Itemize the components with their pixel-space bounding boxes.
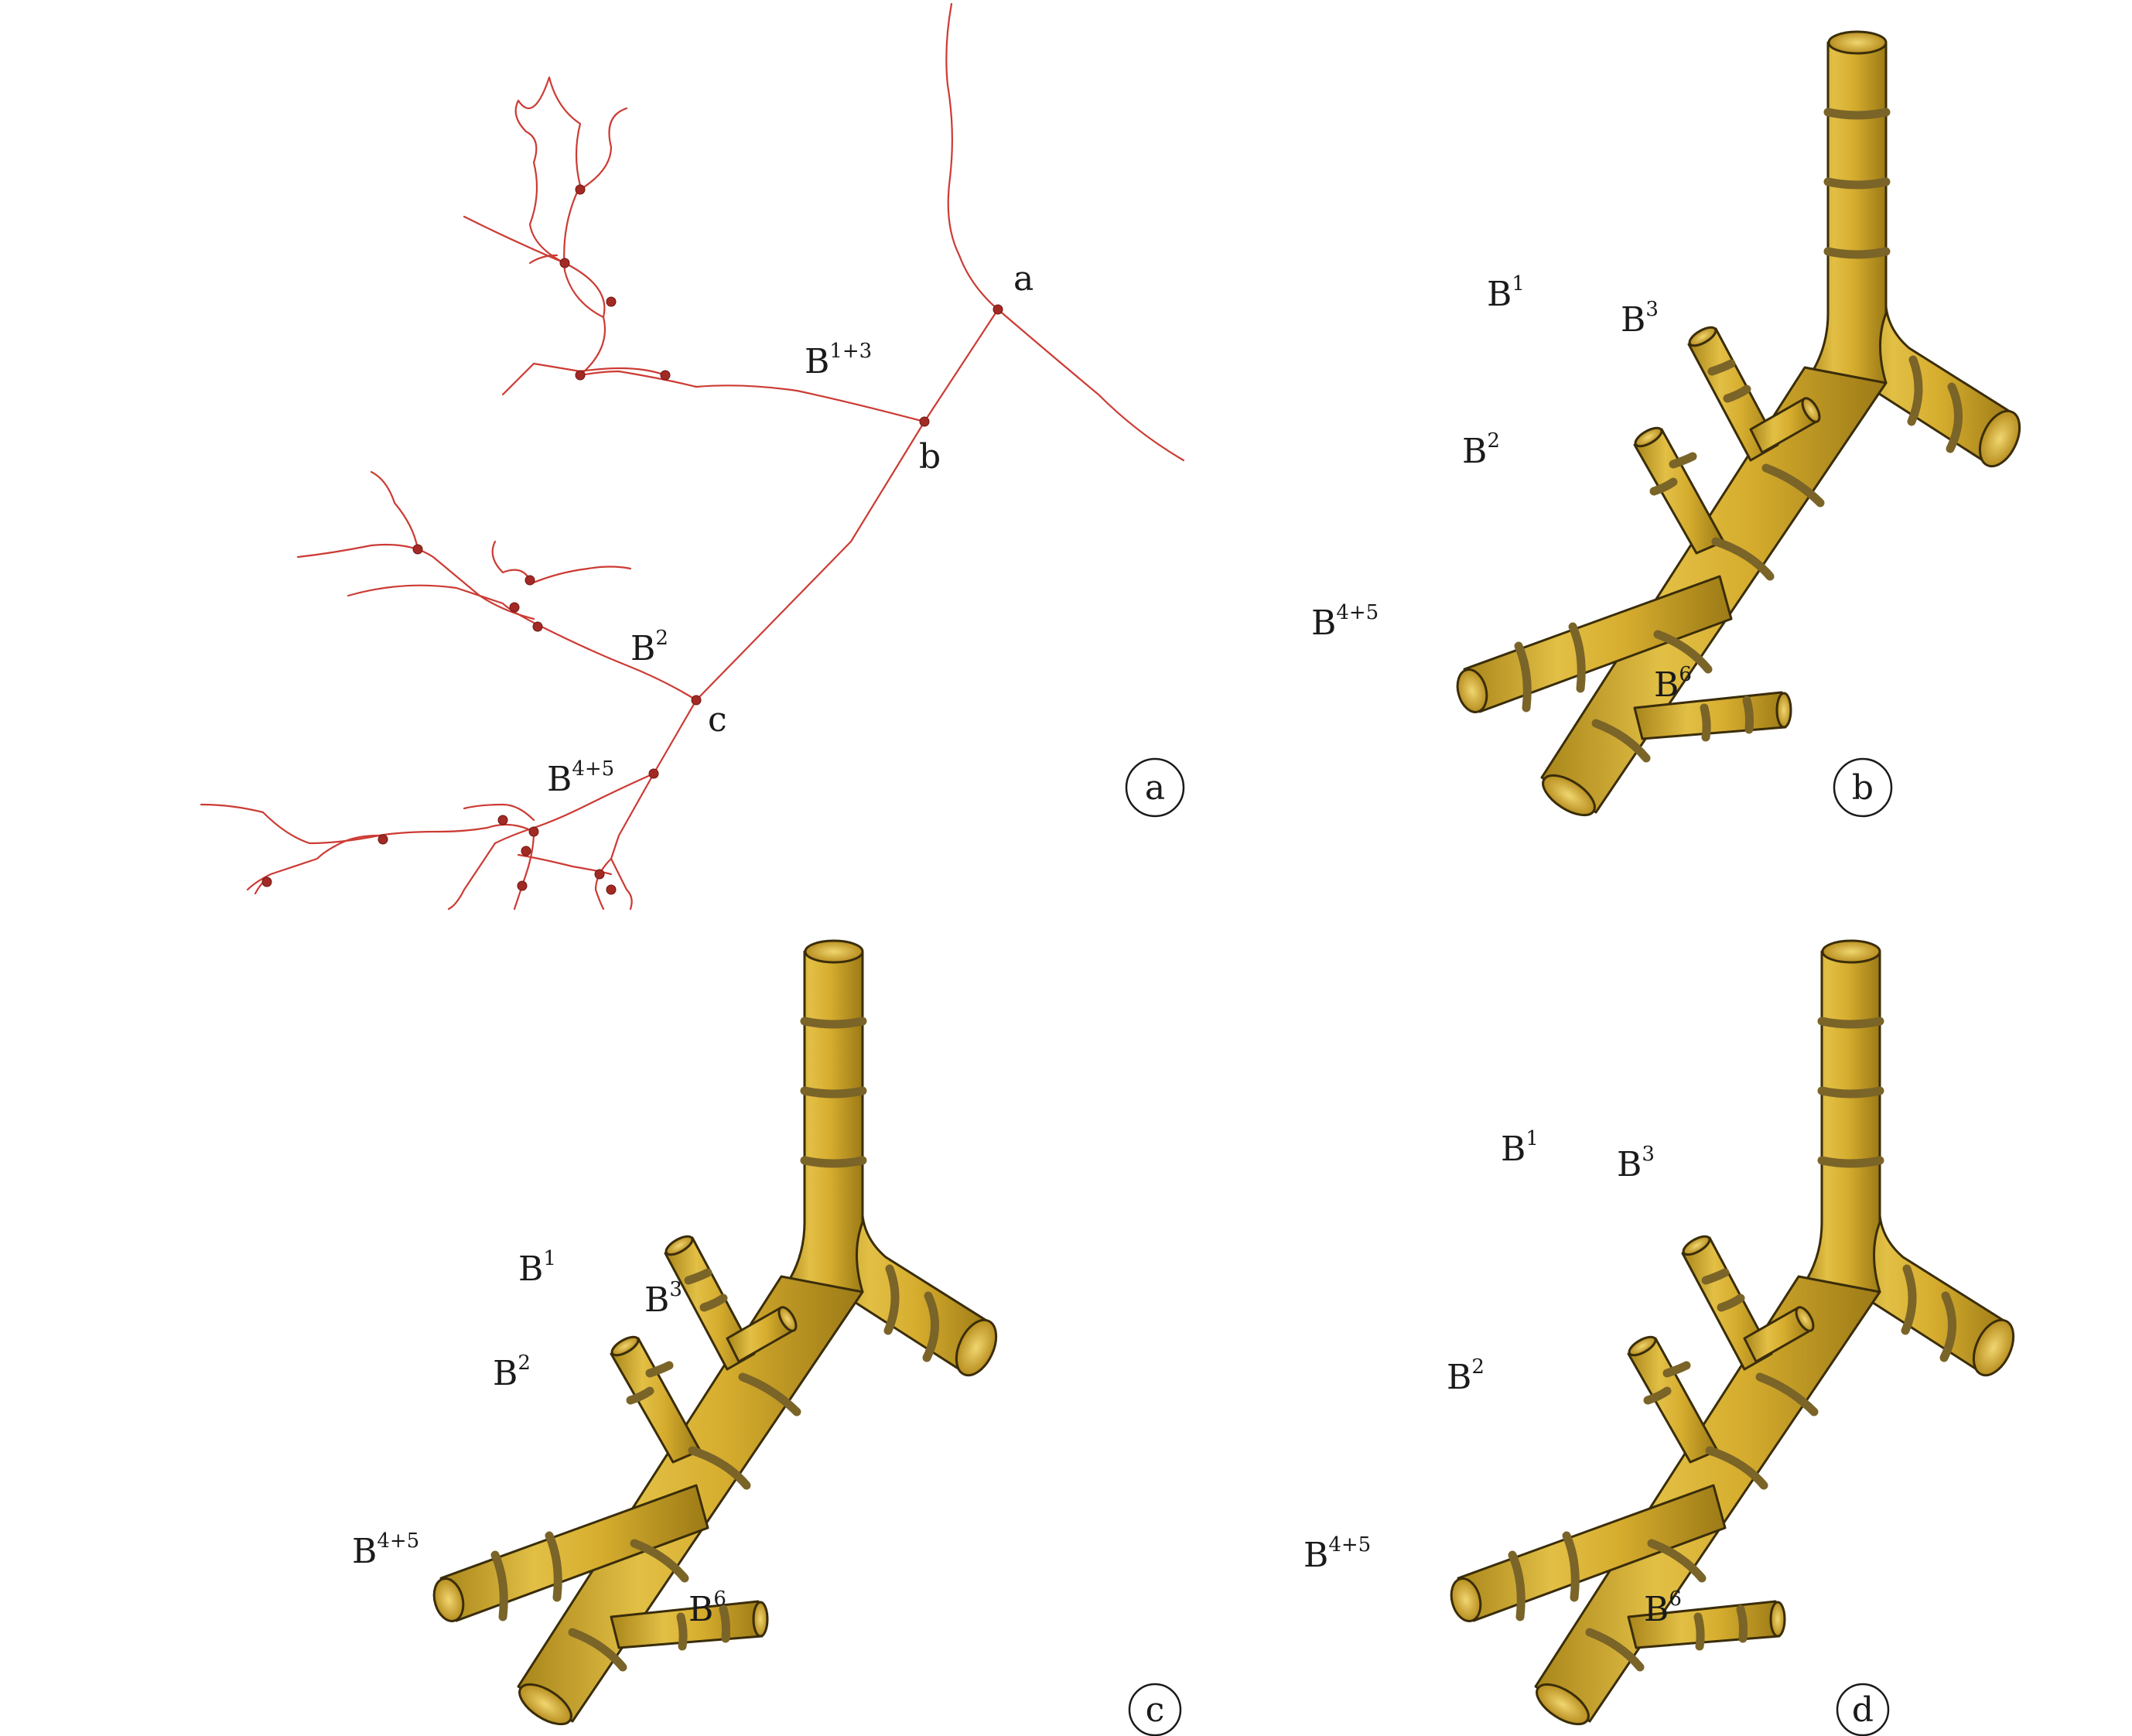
label-b4-5: B4+5 (352, 1529, 419, 1571)
panel-c-letter: c (1128, 1683, 1182, 1736)
label-b4-5: B4+5 (1311, 601, 1379, 643)
panel-c: B1 B3 B2 B4+5 B6 c (352, 941, 1182, 1736)
label-b4-5: B4+5 (1303, 1533, 1371, 1575)
label-point-c: c (708, 700, 727, 740)
svg-text:d: d (1852, 1690, 1874, 1730)
panel-b-labels: B1 B3 B2 B4+5 B6 (1311, 272, 1692, 705)
label-point-b: b (919, 437, 941, 477)
label-b1: B1 (1501, 1127, 1539, 1169)
bronchus-model-c (429, 941, 1004, 1732)
panel-a-letter: a (1125, 757, 1185, 818)
centerline-tree (200, 2, 1185, 911)
label-b6: B6 (1644, 1587, 1682, 1629)
label-b2: B2 (1447, 1355, 1485, 1397)
label-b2: B2 (1462, 429, 1500, 471)
label-b3: B3 (1617, 1143, 1655, 1184)
panel-d-letter: d (1836, 1683, 1890, 1736)
svg-text:c: c (1146, 1690, 1165, 1730)
label-point-a: a (1013, 259, 1034, 299)
branch-nodes (261, 184, 1003, 895)
label-b3: B3 (1621, 298, 1659, 340)
label-b1: B1 (1487, 272, 1525, 314)
label-b1-3: B1+3 (805, 340, 872, 381)
bronchus-model-b (1453, 32, 2028, 823)
panel-a-labels: a b c B1+3 B2 B4+5 (547, 259, 1034, 799)
panel-d: B1 B3 B2 B4+5 B6 d (1303, 941, 2021, 1736)
label-b2: B2 (493, 1352, 531, 1393)
label-b1: B1 (518, 1247, 556, 1289)
label-b6: B6 (688, 1587, 726, 1629)
panel-c-labels: B1 B3 B2 B4+5 B6 (352, 1247, 726, 1629)
bronchus-model-d (1447, 941, 2021, 1732)
label-b6: B6 (1654, 663, 1692, 705)
panel-b-letter: b (1833, 757, 1893, 818)
panel-a: a b c B1+3 B2 B4+5 a (200, 2, 1185, 911)
panel-b: B1 B3 B2 B4+5 B6 b (1311, 32, 2028, 823)
svg-text:b: b (1852, 768, 1874, 808)
label-b3: B3 (644, 1278, 682, 1320)
label-b4-5: B4+5 (547, 757, 614, 799)
panel-d-labels: B1 B3 B2 B4+5 B6 (1303, 1127, 1682, 1629)
label-b2: B2 (630, 627, 668, 668)
svg-text:a: a (1145, 768, 1165, 808)
